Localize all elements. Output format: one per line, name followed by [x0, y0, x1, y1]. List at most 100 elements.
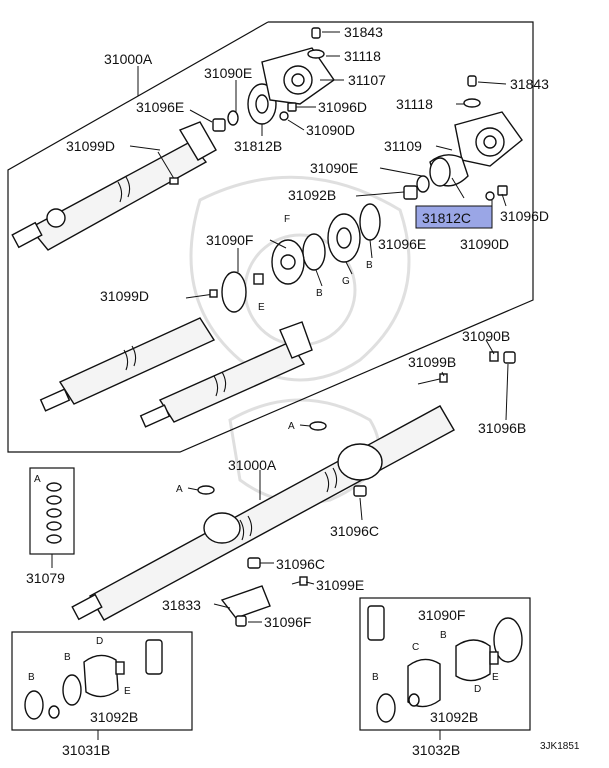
letter-lb2: B	[64, 652, 71, 663]
label-nut-b[interactable]: 31096B	[478, 420, 526, 436]
washer-f-icon	[221, 271, 247, 313]
part-labels: 31000A 31843 31118 31107 31090E 31096E 3…	[26, 24, 580, 758]
nut-e-upper-icon	[212, 118, 226, 132]
label-lower-shaft[interactable]: 31000A	[228, 457, 277, 473]
letter-ld: D	[96, 636, 103, 647]
label-nut-e-1[interactable]: 31096E	[136, 99, 184, 115]
upper-propeller-shaft[interactable]	[11, 121, 217, 251]
label-nut-c-1[interactable]: 31096C	[330, 523, 379, 539]
nut-d-upper-icon	[287, 102, 297, 112]
kit-left-parts	[24, 639, 163, 720]
nut-f-icon	[235, 615, 247, 627]
letter-rb1: B	[440, 630, 447, 641]
label-nut-e-2[interactable]: 31096E	[378, 236, 426, 252]
letter-a2: A	[176, 484, 183, 495]
label-kit-left[interactable]: 31031B	[62, 742, 110, 758]
washer-d-right-icon	[485, 191, 495, 201]
nut-a1-icon	[309, 421, 327, 431]
letter-rc: C	[412, 642, 419, 653]
bracket-icon	[220, 585, 271, 619]
letter-lb1: B	[28, 672, 35, 683]
letter-le: E	[124, 686, 131, 697]
letter-rb2: B	[372, 672, 379, 683]
washer-e-upper-icon	[227, 110, 239, 126]
cushion-top-2-icon	[463, 98, 481, 108]
label-nut-c-2[interactable]: 31096C	[276, 556, 325, 572]
label-kit-right-ring[interactable]: 31092B	[430, 709, 478, 725]
flange-g-icon	[327, 213, 361, 263]
nut-c-2-icon	[247, 557, 261, 569]
bolt-top-1-icon	[311, 27, 321, 39]
label-bolt-top-2[interactable]: 31843	[510, 76, 549, 92]
label-washer-b[interactable]: 31090B	[462, 328, 510, 344]
label-ring-b[interactable]: 31092B	[288, 187, 336, 203]
nut-d-right-icon	[497, 185, 508, 196]
washer-d-upper-icon	[279, 111, 289, 121]
label-cushion-top-2[interactable]: 31118	[396, 96, 433, 112]
label-boot-c[interactable]: 31812C	[422, 210, 471, 226]
label-kit[interactable]: 31079	[26, 570, 65, 586]
bearing-31107-icon	[261, 47, 335, 105]
flange-f-icon	[271, 239, 305, 285]
label-washer-f[interactable]: 31090F	[206, 232, 253, 248]
boot-c-icon	[429, 154, 469, 187]
letter-a-kit: A	[34, 474, 41, 485]
nut-c-1-icon	[353, 485, 367, 497]
label-nut-d-1[interactable]: 31096D	[318, 99, 367, 115]
label-bearing-2[interactable]: 31109	[384, 138, 422, 154]
label-bolt-top-1[interactable]: 31843	[344, 24, 383, 40]
bolt-b-icon	[417, 373, 448, 385]
bolt-d-upper-icon	[157, 151, 179, 185]
label-washer-d-2[interactable]: 31090D	[460, 236, 509, 252]
lower-propeller-shaft[interactable]	[71, 405, 455, 621]
washer-e-mid-icon	[253, 273, 264, 285]
letter-g: G	[342, 276, 350, 287]
letter-a1: A	[288, 421, 295, 432]
letter-b1: B	[316, 288, 323, 299]
bolt-d-mid-icon	[185, 289, 218, 299]
nut-b-icon	[503, 351, 516, 364]
cushion-top-1-icon	[307, 49, 325, 59]
nut-a2-icon	[197, 485, 215, 495]
kit-31031b-box	[11, 631, 193, 731]
label-washer-d-1[interactable]: 31090D	[306, 122, 355, 138]
label-bolt-d-1[interactable]: 31099D	[66, 138, 115, 154]
bolt-e-icon	[291, 576, 308, 586]
label-bolt-b[interactable]: 31099B	[408, 354, 456, 370]
letter-e1: E	[258, 302, 265, 313]
label-image-code: 3JK1851	[540, 741, 580, 752]
kit-31032b-box	[359, 597, 531, 731]
letter-b2: B	[366, 260, 373, 271]
bolt-top-2-icon	[467, 75, 477, 87]
label-nut-f[interactable]: 31096F	[264, 614, 311, 630]
label-kit-right-washer[interactable]: 31090F	[418, 607, 465, 623]
label-washer-e-1[interactable]: 31090E	[204, 65, 252, 81]
nut-e-right-icon	[403, 185, 418, 200]
label-bolt-d-2[interactable]: 31099D	[100, 288, 149, 304]
label-nut-d-2[interactable]: 31096D	[500, 208, 549, 224]
label-kit-left-washer[interactable]: 31092B	[90, 709, 138, 725]
label-boot-b[interactable]: 31812B	[234, 138, 282, 154]
washer-e-right-icon	[416, 175, 430, 193]
highlight-box	[415, 205, 493, 229]
mid-propeller-shaft-2[interactable]	[139, 321, 313, 428]
label-bearing-1[interactable]: 31107	[348, 72, 386, 88]
kit-right-parts	[367, 605, 523, 723]
letter-re: E	[492, 672, 499, 683]
mid-propeller-shaft-1[interactable]	[39, 317, 216, 412]
label-cushion-top-1[interactable]: 31118	[344, 48, 381, 64]
label-bolt-e[interactable]: 31099E	[316, 577, 364, 593]
label-kit-right[interactable]: 31032B	[412, 742, 460, 758]
washer-b-right-icon	[489, 351, 499, 362]
upper-frame	[7, 21, 534, 453]
label-bracket[interactable]: 31833	[162, 597, 201, 613]
ring-b-icon	[359, 203, 381, 241]
letter-f: F	[284, 214, 290, 225]
letter-callouts: F B G B E A A A B B D E C B B D E	[28, 214, 499, 697]
kit-nuts-icon	[46, 482, 62, 544]
washer-b-mid-icon	[302, 233, 326, 271]
label-upper-shaft[interactable]: 31000A	[104, 51, 153, 67]
label-washer-e-2[interactable]: 31090E	[310, 160, 358, 176]
letter-rd: D	[474, 684, 481, 695]
